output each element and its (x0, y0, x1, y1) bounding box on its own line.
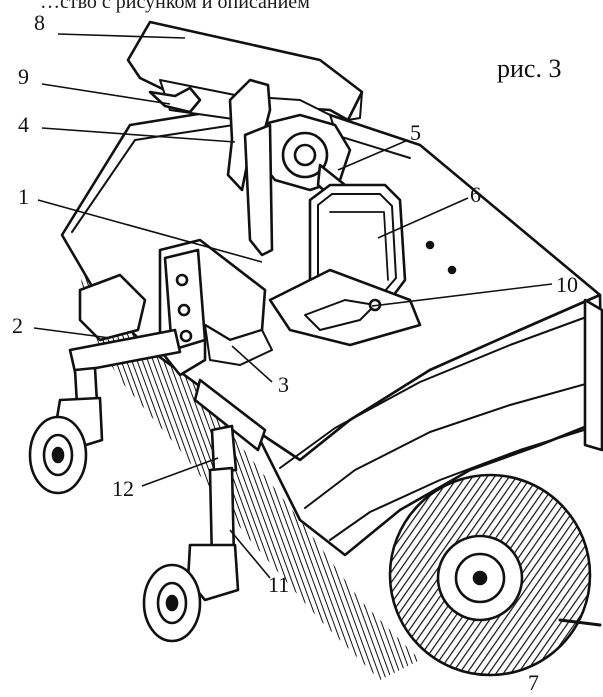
housing-rib-front-3 (329, 424, 601, 541)
leader-3 (231, 345, 273, 383)
leader-12 (141, 457, 219, 487)
header-fragment: …ство с рисунком и описанием (40, 0, 310, 13)
callout-7: 7 (528, 670, 539, 695)
left-crossbar (68, 328, 182, 374)
callout-12: 12 (112, 476, 134, 501)
callout-11: 11 (268, 572, 290, 597)
housing-rib-upper (71, 117, 411, 233)
leader-1 (37, 199, 263, 263)
housing-hole-2 (447, 265, 457, 275)
right-crossbar (193, 378, 267, 452)
hitch-hole-1 (175, 273, 189, 287)
left-clamp (78, 273, 147, 342)
hitch-hole-2 (177, 303, 191, 317)
leader-2 (33, 327, 111, 339)
callout-9: 9 (18, 64, 29, 89)
leader-5 (337, 139, 409, 171)
leader-6 (377, 197, 469, 239)
hitch-side-plate (204, 324, 273, 366)
leader-10 (371, 283, 553, 307)
vertical-plate (243, 123, 274, 257)
callout-6: 6 (470, 182, 481, 207)
leader-4 (41, 127, 236, 143)
housing-rib-front-1 (279, 311, 601, 469)
leader-lines (33, 33, 553, 579)
motor-inner-line (329, 211, 389, 281)
callout-3: 3 (278, 372, 289, 397)
callout-8: 8 (34, 10, 45, 35)
hitch-hole-3 (179, 329, 193, 343)
roll-axle-spike (558, 618, 602, 627)
figure-label: рис. 3 (497, 54, 562, 83)
roll-hub-center (472, 570, 488, 586)
right-collar (210, 424, 238, 474)
housing-lip (583, 298, 603, 452)
gearbox-pulley-hub (293, 143, 317, 167)
brush-left-bristles (80, 265, 420, 680)
leader-9 (41, 83, 171, 105)
callout-10: 10 (556, 272, 578, 297)
housing-hole-1 (425, 240, 435, 250)
bracket-9 (148, 86, 202, 114)
housing-rib-front-2 (304, 379, 601, 509)
callout-5: 5 (410, 120, 421, 145)
callout-4: 4 (18, 112, 29, 137)
hitch-face (163, 248, 207, 352)
leader-11 (229, 529, 271, 579)
left-wheel-cap (51, 446, 65, 464)
callout-1: 1 (18, 184, 29, 209)
callout-2: 2 (12, 313, 23, 338)
mount-latch (304, 299, 376, 331)
right-wheel-cap (165, 594, 179, 612)
leader-8 (57, 33, 186, 39)
